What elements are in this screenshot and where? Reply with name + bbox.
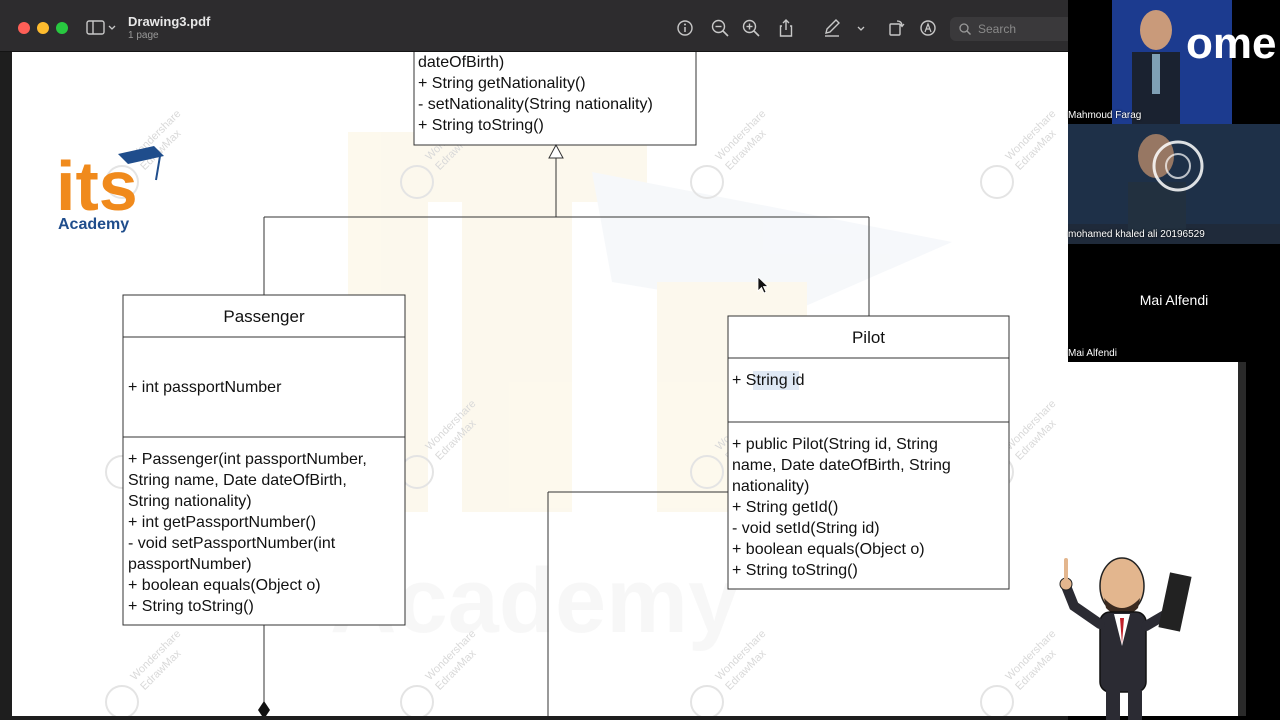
pilot-attributes: + String id (732, 370, 804, 391)
method-line: String name, Date dateOfBirth, (128, 472, 347, 489)
markup-menu-button[interactable] (854, 17, 868, 39)
chevron-down-icon (857, 26, 865, 31)
minimize-window-button[interactable] (37, 22, 49, 34)
rotate-button[interactable] (885, 17, 907, 39)
passenger-attributes: + int passportNumber (128, 377, 281, 398)
zoom-in-button[interactable] (740, 17, 762, 39)
markup-button[interactable] (821, 17, 843, 39)
method-line: name, Date dateOfBirth, String (732, 457, 951, 474)
method-line: + String getNationality() (418, 75, 586, 92)
preview-window: Drawing3.pdf 1 page (0, 0, 1068, 720)
method-line: passportNumber) (128, 556, 252, 573)
close-window-button[interactable] (18, 22, 30, 34)
banner-text: ome (1186, 19, 1276, 68)
cartoon-presenter-image (1052, 546, 1198, 720)
method-line: String nationality) (128, 493, 252, 510)
markup-pen-icon (825, 19, 840, 37)
info-icon (677, 20, 693, 36)
method-line: + Passenger(int passportNumber, (128, 451, 367, 468)
method-line: + boolean equals(Object o) (732, 541, 925, 558)
rotate-icon (889, 20, 905, 36)
document-title: Drawing3.pdf (128, 14, 211, 29)
inheritance-connector (263, 143, 870, 316)
method-line: + String toString() (128, 598, 254, 615)
search-field[interactable] (950, 17, 1068, 41)
info-button[interactable] (674, 17, 696, 39)
composition-connector (258, 625, 270, 716)
video-participants-panel: ome Mahmoud Farag mohamed khaled ali 201… (1068, 0, 1280, 362)
participant-display-name: Mai Alfendi (1139, 292, 1209, 308)
method-line: + String getId() (732, 499, 839, 516)
pilot-methods: + public Pilot(String id, String name, D… (732, 434, 951, 581)
pilot-class-box[interactable] (727, 315, 1010, 590)
participant-tile[interactable]: mohamed khaled ali 20196529 (1068, 124, 1280, 244)
share-button[interactable] (775, 17, 797, 39)
pilot-class-name: Pilot (851, 328, 886, 347)
participant-video (1068, 124, 1280, 232)
sidebar-toggle-button[interactable] (86, 18, 120, 38)
mouse-cursor-icon (757, 276, 770, 294)
search-icon (958, 22, 972, 36)
sidebar-icon (86, 20, 116, 35)
participant-name: Mai Alfendi (1068, 348, 1117, 359)
share-icon (779, 19, 793, 37)
annotate-button[interactable] (917, 17, 939, 39)
participant-name: Mahmoud Farag (1068, 110, 1142, 121)
method-line: - void setId(String id) (732, 520, 880, 537)
window-edge (1238, 362, 1246, 716)
method-line: - void setPassportNumber(int (128, 535, 336, 552)
maximize-window-button[interactable] (56, 22, 68, 34)
method-line: - setNationality(String nationality) (418, 96, 653, 113)
method-line: + String toString() (418, 117, 544, 134)
text-selection-highlight (753, 371, 799, 390)
its-academy-logo: its Academy (56, 142, 166, 234)
annotate-icon (920, 20, 936, 36)
passenger-class-name: Passenger (223, 307, 305, 326)
method-line: + String toString() (732, 562, 858, 579)
logo-subtitle-text: Academy (58, 216, 129, 233)
attribute-line: + String id (732, 372, 805, 389)
method-line: nationality) (732, 478, 810, 495)
zoom-in-icon (742, 19, 760, 37)
passenger-methods: + Passenger(int passportNumber, String n… (128, 449, 367, 617)
participant-name: mohamed khaled ali 20196529 (1068, 229, 1205, 240)
passenger-class-box[interactable] (122, 294, 406, 626)
method-line: + boolean equals(Object o) (128, 577, 321, 594)
person-class-box[interactable] (413, 52, 697, 146)
search-input[interactable] (978, 21, 1064, 37)
participant-tile[interactable]: Mai Alfendi Mai Alfendi (1068, 244, 1280, 362)
person-methods: dateOfBirth) + String getNationality() -… (418, 52, 653, 136)
method-line: + public Pilot(String id, String (732, 436, 938, 453)
page-count: 1 page (128, 30, 159, 41)
title-bar: Drawing3.pdf 1 page (0, 0, 1068, 52)
participant-tile[interactable]: ome Mahmoud Farag (1068, 0, 1280, 124)
method-line: + int getPassportNumber() (128, 514, 317, 531)
method-line: dateOfBirth) (418, 54, 505, 71)
zoom-out-button[interactable] (709, 17, 731, 39)
association-connector (547, 491, 728, 716)
pdf-page-continuation (1068, 362, 1238, 716)
attribute-line: + int passportNumber (128, 379, 282, 396)
zoom-out-icon (711, 19, 729, 37)
participant-video: ome (1112, 0, 1276, 124)
